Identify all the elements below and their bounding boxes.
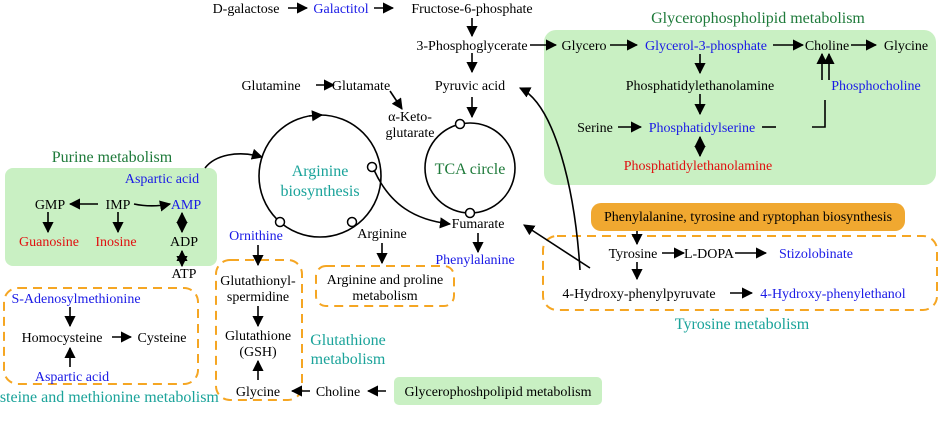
glutathione-region [215,259,303,401]
node-guanosine: Guanosine [19,235,79,250]
tca-title: TCA circle [435,161,506,178]
node-atp: ATP [172,267,197,282]
node-l-dopa: L-DOPA [684,247,735,262]
tca-node-top [454,118,466,130]
arg-proline-label-line2: metabolism [352,289,417,304]
arg-proline-region [315,265,455,307]
glycerophospholipid-region [544,30,936,185]
node-glutathionyl-spermidine-line2: spermidine [227,290,289,305]
node-alpha-ketoglutarate-line2: glutarate [386,126,435,141]
node-s-adenosylmethionine: S-Adenosylmethionine [11,292,140,307]
phe-biosynthesis-label: Phenylalanine, tyrosine and ryptophan bi… [604,210,892,225]
node-glutathionyl-spermidine-line1: Glutathionyl- [220,274,296,289]
node-glycerol-3-phosphate: Glycerol-3-phosphate [645,39,767,54]
node-d-galactose: D-galactose [213,2,280,17]
node-stizolobinate: Stizolobinate [779,247,853,262]
glycerophosphpolipid-box-label: Glycerophoshpolipid metabolism [404,385,591,400]
node-choline-bottom: Choline [316,385,360,400]
node-aspartic-acid-bottom: Aspartic acid [35,370,109,385]
node-serine: Serine [577,121,613,136]
node-galactitol: Galactitol [313,2,368,17]
node-gmp: GMP [35,198,66,213]
node-glutathione-line1: Glutathione [225,329,291,344]
glutathione-title-line1: Glutathione [310,332,386,349]
node-alpha-ketoglutarate-line1: α-Keto- [388,110,432,125]
arginine-node-bottom-right [346,216,358,228]
node-glycine-top: Glycine [884,39,928,54]
node-glutamate: Glutamate [332,79,390,94]
tca-node-bottom [464,207,476,219]
node-glycine-bottom: Glycine [236,385,280,400]
arginine-title-line1: Arginine [292,163,349,180]
arrows [42,2,878,397]
tyrosine-region [542,235,938,311]
node-phenylalanine: Phenylalanine [435,253,514,268]
node-aspartic-acid-top: Aspartic acid [125,172,199,187]
glutathione-title-line2: metabolism [311,351,386,368]
node-phosphatidylserine: Phosphatidylserine [649,121,756,136]
glycerophosphpolipid-box [394,377,602,405]
node-4-hydroxy-phenylethanol: 4-Hydroxy-phenylethanol [760,287,906,302]
node-adp: ADP [170,235,198,250]
node-ornithine: Ornithine [229,229,283,244]
purine-title: Purine metabolism [52,149,173,166]
node-3-phosphoglycerate: 3-Phosphoglycerate [416,39,527,54]
node-homocysteine: Homocysteine [22,331,103,346]
node-fructose-6-phosphate: Fructose-6-phosphate [411,2,532,17]
node-imp: IMP [106,198,131,213]
node-phosphocholine: Phosphocholine [831,79,920,94]
node-glycero: Glycero [561,39,606,54]
node-glutamine: Glutamine [241,79,300,94]
tyrosine-title: Tyrosine metabolism [675,316,810,333]
cysteine-region [3,287,199,385]
node-glutathione-line2: (GSH) [239,345,277,360]
node-inosine: Inosine [95,235,136,250]
node-phosphatidylethanolamine-red: Phosphatidylethanolamine [624,159,773,174]
glycerophospholipid-title: Glycerophospholipid metabolism [651,10,865,27]
cysteine-title: Cysteine and methionine metabolism [0,389,219,406]
arg-proline-label-line1: Arginine and proline [327,273,443,288]
arginine-node-right [366,161,378,173]
node-tyrosine: Tyrosine [609,247,658,262]
arginine-title-line2: biosynthesis [280,183,359,200]
node-choline-top: Choline [805,39,849,54]
node-4-hydroxy-phenylpyruvate: 4-Hydroxy-phenylpyruvate [562,287,715,302]
node-pyruvic-acid: Pyruvic acid [435,79,505,94]
node-fumarate: Fumarate [452,217,505,232]
arginine-node-bottom-left [274,216,286,228]
node-arginine: Arginine [357,227,407,242]
arginine-cycle-arrow [308,110,324,122]
node-amp: AMP [171,198,202,213]
phe-biosynthesis-pill [591,203,905,231]
node-phosphatidylethanolamine: Phosphatidylethanolamine [626,79,775,94]
node-cysteine: Cysteine [138,331,187,346]
purine-region [5,168,217,266]
